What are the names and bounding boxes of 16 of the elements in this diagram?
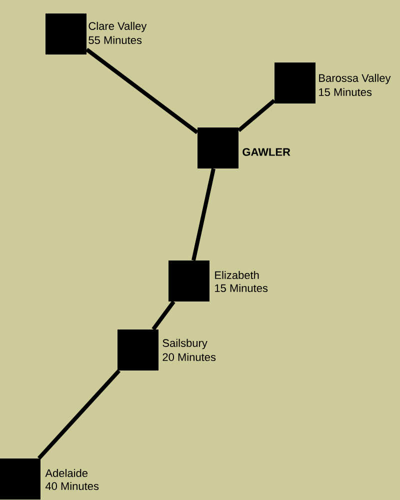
station-label: 15 Minutes [319, 88, 372, 96]
station-label: Elizabeth [215, 270, 259, 280]
route-line [192, 168, 216, 261]
station-label: Barossa Valley [319, 74, 391, 84]
station-label: GAWLER [242, 148, 290, 156]
station-label: 40 Minutes [45, 482, 99, 490]
station-label: 15 Minutes [215, 284, 268, 292]
station-label: 55 Minutes [88, 36, 142, 44]
station-label: Sailsbury [162, 338, 208, 350]
station-label: Adelaide [45, 468, 88, 478]
route-line [86, 48, 198, 134]
route-line [37, 369, 121, 460]
route-line [152, 300, 176, 330]
route-line [237, 98, 276, 132]
station-label: 20 Minutes [162, 352, 216, 362]
station-label: Clare Valley [88, 22, 147, 32]
